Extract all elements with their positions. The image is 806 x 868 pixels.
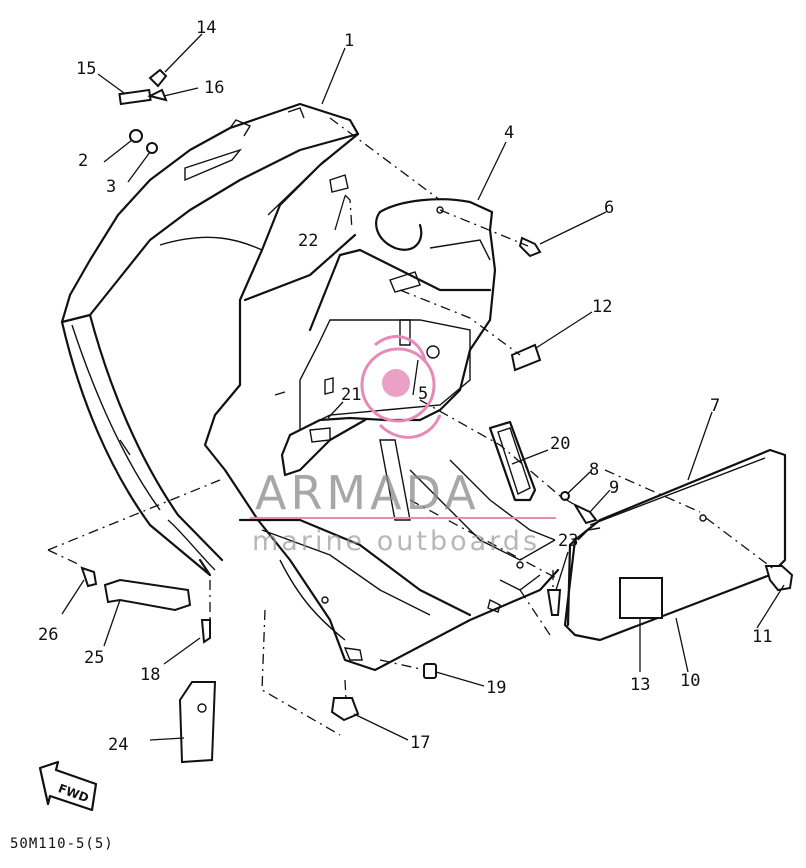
callout-9: 9 [609, 478, 619, 498]
callout-14: 14 [196, 18, 216, 38]
watermark-sub-text: marine outboards [252, 526, 540, 557]
callout-20: 20 [550, 434, 570, 454]
callout-1: 1 [344, 31, 354, 51]
callout-5: 5 [418, 384, 428, 404]
callout-4: 4 [504, 123, 514, 143]
callout-7: 7 [710, 396, 720, 416]
callout-23: 23 [558, 531, 578, 551]
callout-6: 6 [604, 198, 614, 218]
forward-label: FWD [56, 781, 90, 805]
callout-19: 19 [486, 678, 506, 698]
callout-15: 15 [76, 59, 96, 79]
callout-numbers: 1 2 3 4 5 6 7 8 9 10 11 12 13 14 15 16 1… [38, 18, 772, 755]
pocket-label-plate [619, 577, 663, 619]
callout-17: 17 [410, 733, 430, 753]
callout-16: 16 [204, 78, 224, 98]
callout-2: 2 [78, 151, 88, 171]
callout-13: 13 [630, 675, 650, 695]
drawing-code: 50M110-5(5) [10, 836, 114, 852]
callout-26: 26 [38, 625, 58, 645]
watermark-ring [360, 347, 436, 423]
callout-10: 10 [680, 671, 700, 691]
callout-11: 11 [752, 627, 772, 647]
callout-24: 24 [108, 735, 128, 755]
leader-lines [61, 33, 785, 741]
watermark-main-text: ARMADA [255, 466, 480, 520]
assembly-lines [47, 117, 776, 736]
callout-3: 3 [106, 177, 116, 197]
callout-18: 18 [140, 665, 160, 685]
callout-22: 22 [298, 231, 318, 251]
leg-shield-main [60, 102, 560, 672]
callout-25: 25 [84, 648, 104, 668]
inner-cover-panel [280, 198, 497, 477]
watermark: ARMADA marine outboards [250, 335, 556, 557]
watermark-dot [382, 369, 410, 397]
callout-21: 21 [341, 385, 361, 405]
callout-12: 12 [592, 297, 612, 317]
forward-arrow: FWD [38, 760, 98, 812]
pocket-lid [563, 448, 787, 642]
callout-8: 8 [589, 460, 599, 480]
hardware-parts [80, 68, 794, 764]
